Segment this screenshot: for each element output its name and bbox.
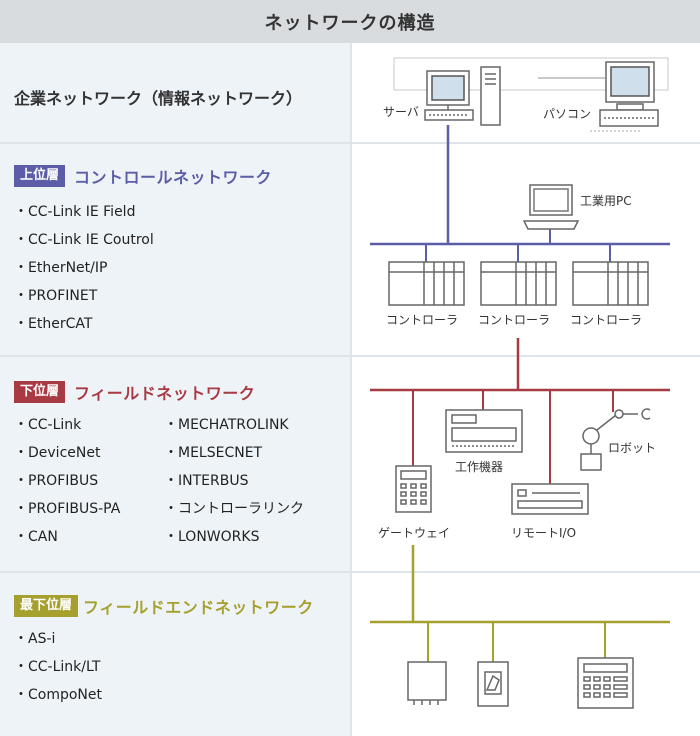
page-title: ネットワークの構造 (264, 12, 436, 34)
protocol-item: PROFINET (14, 285, 97, 305)
machine-tool-icon (445, 409, 523, 453)
upper-heading: 上位層 コントロールネットワーク (14, 164, 272, 188)
protocol-item: CC-Link (14, 414, 81, 434)
enterprise-panel (0, 43, 350, 142)
lowest-heading: 最下位層 フィールドエンドネットワーク (14, 594, 314, 618)
protocol-item: DeviceNet (14, 442, 100, 462)
remote-io-label: リモートI/O (511, 526, 576, 540)
title-bar: ネットワークの構造 (0, 0, 700, 43)
protocol-item: EtherNet/IP (14, 257, 107, 277)
controller-label: コントローラ (478, 313, 550, 327)
robot-label: ロボット (608, 441, 656, 455)
enterprise-label: 企業ネットワーク（情報ネットワーク） (14, 89, 303, 108)
protocol-item: MELSECNET (164, 442, 262, 462)
protocol-item: コントローラリンク (164, 498, 304, 518)
remote-io-icon (511, 483, 589, 515)
controller-icon (388, 261, 465, 306)
gateway-icon (395, 465, 432, 513)
laptop-icon (522, 184, 580, 230)
protocol-item: PROFIBUS (14, 470, 98, 490)
lower-heading: 下位層 フィールドネットワーク (14, 380, 255, 404)
sensor-icon (407, 661, 447, 705)
pc-label: パソコン (543, 107, 591, 121)
lower-badge: 下位層 (14, 381, 66, 403)
controller-label: コントローラ (570, 313, 642, 327)
protocol-item: EtherCAT (14, 313, 92, 333)
controller-label: コントローラ (386, 313, 458, 327)
server-icon (424, 66, 501, 126)
machine-tool-label: 工作機器 (455, 459, 503, 474)
lowest-badge: 最下位層 (14, 595, 79, 617)
protocol-item: MECHATROLINK (164, 414, 289, 434)
protocol-item: AS-i (14, 628, 55, 648)
protocol-item: CC-Link IE Field (14, 201, 135, 221)
protocol-item: CompoNet (14, 684, 102, 704)
protocol-item: LONWORKS (164, 526, 259, 546)
switch-icon (477, 661, 509, 707)
controller-icon (480, 261, 557, 306)
server-label: サーバ (383, 105, 419, 119)
lowest-title: フィールドエンドネットワーク (83, 598, 314, 617)
industrial-pc-label: 工業用PC (580, 194, 632, 208)
column-divider (350, 43, 352, 736)
protocol-item: CC-Link/LT (14, 656, 100, 676)
upper-title: コントロールネットワーク (74, 168, 273, 187)
desktop-pc-icon (590, 61, 659, 132)
gateway-label: ゲートウェイ (378, 526, 450, 540)
protocol-item: CAN (14, 526, 58, 546)
protocol-item: PROFIBUS-PA (14, 498, 120, 518)
protocol-item: CC-Link IE Coutrol (14, 229, 154, 249)
enterprise-lan-frame (393, 57, 669, 91)
upper-badge: 上位層 (14, 165, 66, 187)
protocol-item: INTERBUS (164, 470, 248, 490)
lower-title: フィールドネットワーク (74, 384, 256, 403)
robot-arm-icon (580, 408, 651, 471)
controller-icon (572, 261, 649, 306)
keypad-terminal-icon (577, 657, 634, 709)
